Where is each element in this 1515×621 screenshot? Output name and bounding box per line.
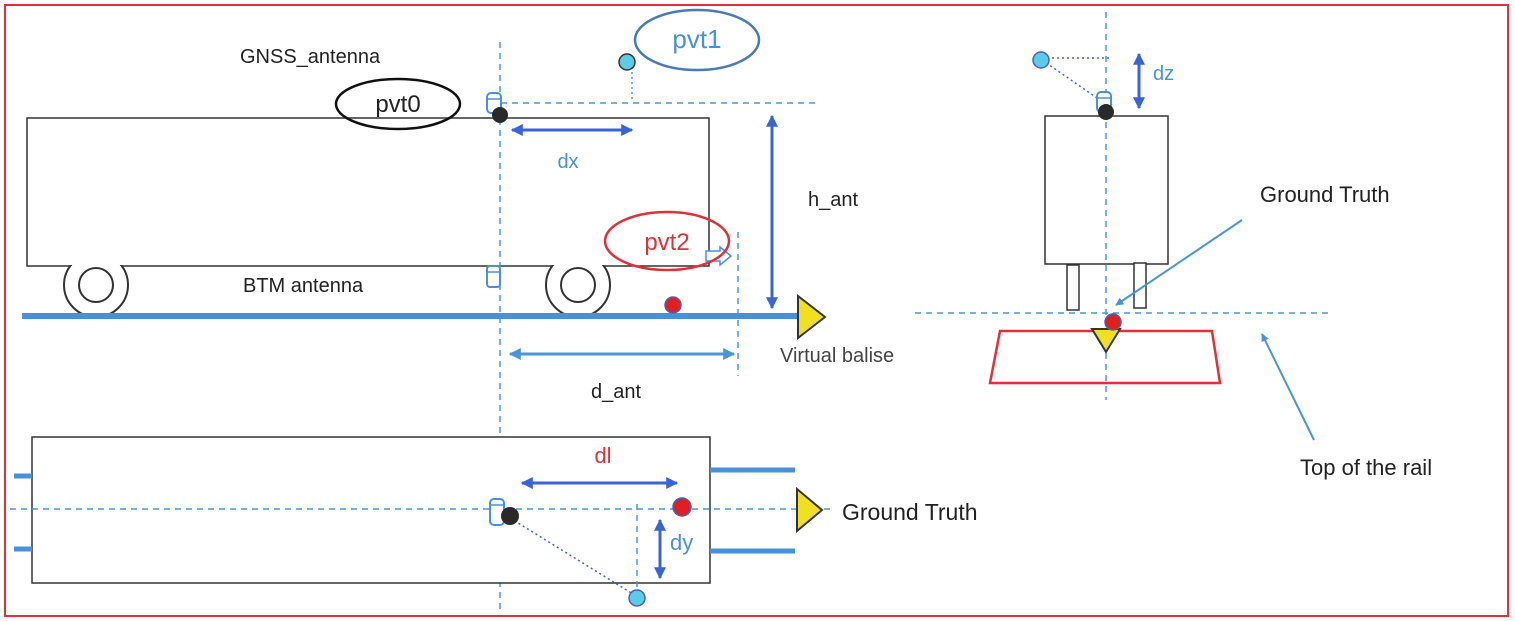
wheel-front-left [1066,264,1080,311]
outer-frame [4,4,1509,617]
dy-label: dy [670,530,693,555]
ground-truth-callout-arrow [1115,219,1243,306]
ground-truth-front-point [1104,313,1122,331]
dx-label: dx [557,151,578,173]
virtual-balise-label: Virtual balise [780,345,894,367]
ground-truth-front-balise-icon [1090,328,1122,354]
pvt1-point [618,53,636,71]
pvt2-point [664,296,682,314]
virtual-balise-icon [797,293,827,341]
pvt0-front-point [1098,104,1114,120]
ground-truth-front-label: Ground Truth [1260,182,1390,207]
top-of-rail-label: Top of the rail [1300,455,1432,480]
train-body-fill [28,119,708,265]
btm-antenna-label: BTM antenna [243,275,364,297]
dl-label: dl [594,443,611,468]
pvt0-ellipse [334,77,462,131]
d-ant-label: d_ant [591,381,641,403]
pvt0-label: pvt0 [375,91,420,118]
pvt2-ellipse [603,210,731,272]
pvt1-ellipse [633,8,761,72]
dz-label: dz [1153,63,1174,85]
rail-cross-section [988,329,1222,385]
pvt1-top-point [628,589,646,607]
wheel-right-icon [545,252,611,318]
side-view: GNSS_antenna pvt0 pvt1 pvt2 dx h_ant BTM… [22,8,894,612]
btm-antenna-icon [486,265,501,288]
top-view: dl dy Ground Truth [10,436,978,607]
train-body-top [31,436,711,584]
h-ant-label: h_ant [808,189,858,211]
ground-truth-top-label: Ground Truth [842,499,978,525]
pvt0-point [492,107,508,123]
dz-dotted-diag [1041,59,1101,101]
pvt1-label: pvt1 [672,24,721,54]
gnss-antenna-label: GNSS_antenna [240,46,381,68]
pvt1-offset-line [509,517,634,595]
gnss-antenna-top-icon [489,498,505,526]
pvt2-top-point [672,497,692,517]
pvt0-top-point [501,507,519,525]
wheel-left-icon [63,252,129,318]
ground-truth-top-balise-icon [796,486,824,534]
front-view: dz Ground Truth Top of the rail [915,12,1432,480]
pvt1-front-point [1032,51,1050,69]
top-of-rail-callout-arrow [1261,333,1315,441]
pvt2-label: pvt2 [644,229,689,256]
